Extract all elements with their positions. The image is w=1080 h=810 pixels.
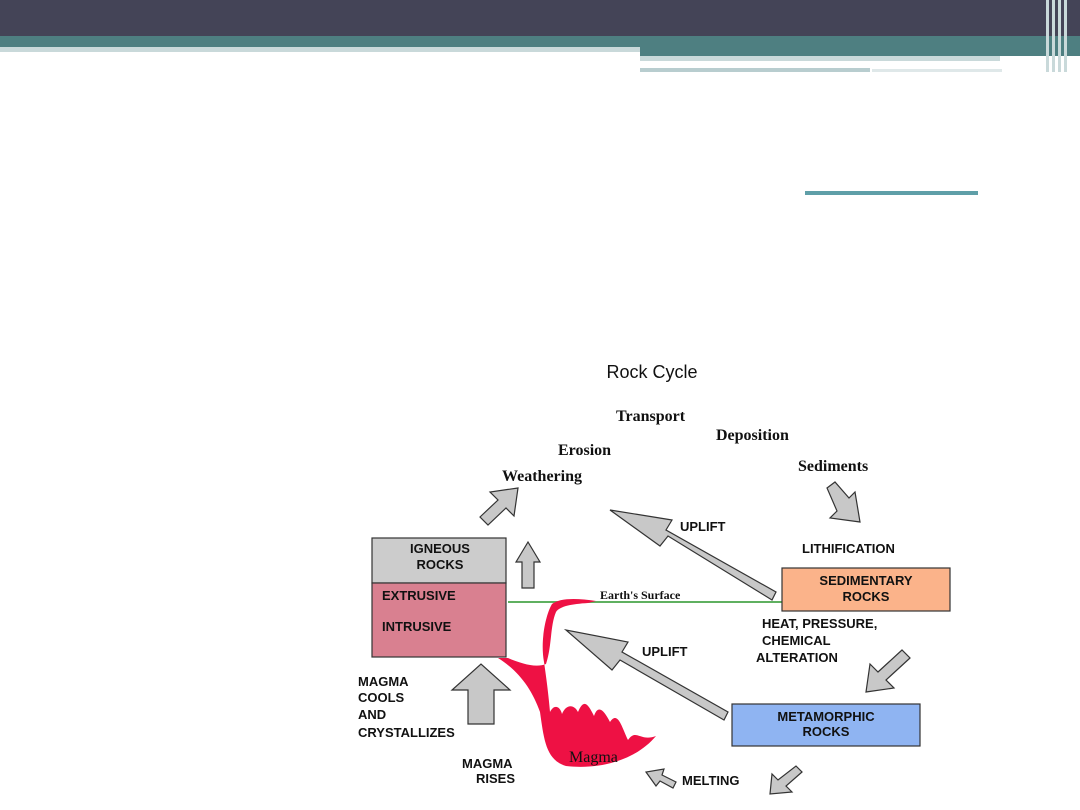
arrow-uplift-bottom (563, 628, 729, 721)
header-accent-band (0, 36, 1080, 50)
header-accent-band-right (640, 50, 1080, 56)
arrow-magma-cools (450, 663, 512, 725)
label-sediments: Sediments (798, 458, 868, 475)
metamorphic-label-line2: ROCKS (803, 724, 850, 739)
header-vertical-lines (1046, 0, 1072, 72)
arrow-melting-right (769, 765, 803, 795)
label-earths-surface: Earth's Surface (600, 588, 681, 602)
magma-body (498, 599, 656, 767)
label-heat-line2: CHEMICAL (762, 633, 831, 648)
extrusive-intrusive-box (371, 582, 507, 658)
metamorphic-label-line1: METAMORPHIC (777, 709, 875, 724)
title-underline (805, 191, 978, 195)
label-lithification: LITHIFICATION (802, 541, 895, 556)
header-accent-line (0, 47, 640, 52)
arrow-melting-left (644, 768, 677, 789)
label-transport: Transport (616, 408, 686, 425)
diagram-title: Rock Cycle (606, 362, 697, 382)
label-deposition: Deposition (716, 427, 789, 444)
label-heat-line3: ALTERATION (756, 650, 838, 665)
label-magma-cools-line4: CRYSTALLIZES (358, 725, 455, 740)
label-magma-cools-line1: MAGMA (358, 674, 409, 689)
metamorphic-rocks-box (731, 703, 921, 747)
label-magma-cools-line2: COOLS (358, 690, 405, 705)
label-magma: Magma (569, 749, 618, 766)
header-accent-line-right (640, 56, 1000, 61)
igneous-label-line2: ROCKS (417, 557, 464, 572)
label-heat-line1: HEAT, PRESSURE, (762, 616, 877, 631)
arrow-metamorphism (865, 649, 911, 693)
label-erosion: Erosion (558, 442, 611, 459)
arrow-lithification (826, 481, 861, 523)
header-accent-line-short (640, 68, 870, 72)
igneous-label-line1: IGNEOUS (410, 541, 470, 556)
sedimentary-label-line1: SEDIMENTARY (819, 573, 913, 588)
extrusive-label: EXTRUSIVE (382, 588, 456, 603)
arrow-uplift-top (609, 509, 777, 601)
sedimentary-rocks-box (781, 567, 951, 612)
label-melting: MELTING (682, 773, 740, 788)
label-magma-rises-line2: RISES (476, 771, 515, 786)
label-uplift-top: UPLIFT (680, 519, 726, 534)
header-bar (0, 0, 1080, 36)
header-accent-line-short-2 (872, 69, 1002, 72)
sedimentary-label-line2: ROCKS (843, 589, 890, 604)
arrow-extrusive-up (514, 540, 542, 589)
label-magma-cools-line3: AND (358, 707, 386, 722)
label-weathering: Weathering (502, 468, 582, 485)
label-magma-rises-line1: MAGMA (462, 756, 513, 771)
label-uplift-bottom: UPLIFT (642, 644, 688, 659)
intrusive-label: INTRUSIVE (382, 619, 452, 634)
arrow-weathering (479, 487, 519, 526)
